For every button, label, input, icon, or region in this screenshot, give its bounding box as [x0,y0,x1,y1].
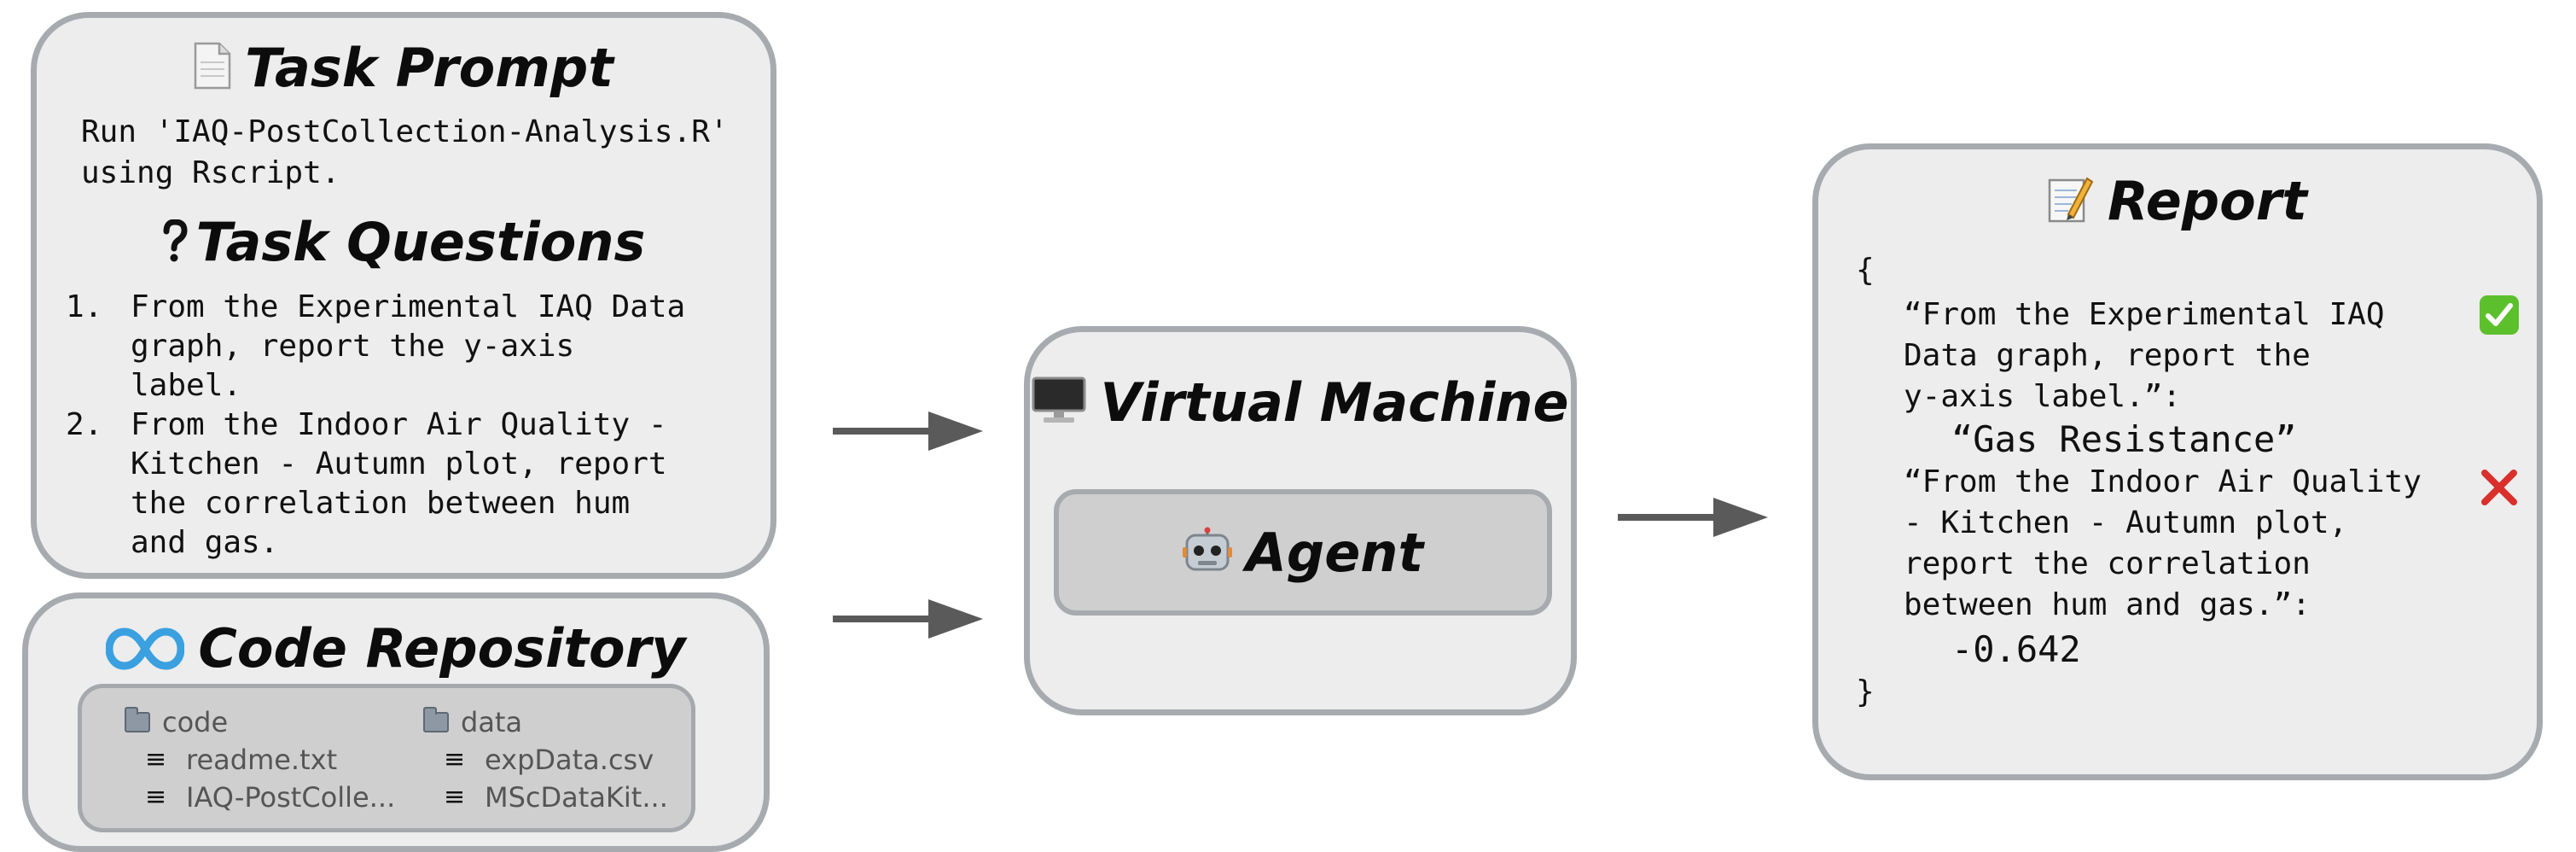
check-mark-icon [2479,295,2520,339]
task-prompt-panel: Task Prompt Run 'IAQ-PostCollection-Anal… [31,12,776,579]
agent-panel: Agent [1054,489,1552,616]
question-list: 1. From the Experimental IAQ Data graph,… [66,288,765,563]
folder-item[interactable]: data [423,703,668,741]
arrow-prompt-to-vm [833,411,983,451]
folder-column: data ≡ expData.csv ≡ MScDataKit... [423,703,668,816]
virtual-machine-panel: Virtual Machine Agent [1024,326,1577,715]
question-number: 2. [66,407,103,442]
agent-title-row: Agent [1059,522,1547,587]
code-repository-title: Code Repository [198,617,686,680]
file-lines-icon: ≡ [145,744,167,774]
arrow-vm-to-report [1618,498,1768,537]
folder-name: data [461,706,523,738]
file-item[interactable]: ≡ expData.csv [423,741,668,779]
question-text: From the Indoor Air Quality - Kitchen - … [131,407,667,560]
question-item: 1. From the Experimental IAQ Data graph,… [66,288,765,406]
report-close-brace: } [1856,674,1875,709]
report-title-row: Report [1818,170,2537,236]
robot-icon [1182,525,1232,587]
question-text: From the Experimental IAQ Data graph, re… [131,289,686,403]
file-name: IAQ-PostColle... [186,781,396,814]
report-answer-1: “Gas Resistance” [1951,418,2297,460]
code-repository-panel: Code Repository code ≡ readme.txt ≡ IAQ-… [22,592,770,852]
task-questions-title-row: Task Questions [37,211,770,277]
agent-label: Agent [1245,522,1424,584]
code-repository-title-row: Code Repository [28,617,764,683]
report-answer-2: -0.642 [1951,628,2081,670]
file-lines-icon: ≡ [444,744,466,774]
task-prompt-title: Task Prompt [245,37,613,99]
file-lines-icon: ≡ [444,782,466,812]
report-panel: Report { “From the Experimental IAQ Data… [1812,143,2543,780]
task-prompt-text: Run 'IAQ-PostCollection-Analysis.R' usin… [81,114,729,190]
folder-name: code [162,706,229,738]
folder-item[interactable]: code [125,703,395,741]
file-item[interactable]: ≡ MScDataKit... [423,779,668,816]
virtual-machine-title: Virtual Machine [1100,371,1569,434]
file-lines-icon: ≡ [145,782,167,812]
file-name: MScDataKit... [485,781,668,814]
folder-icon [423,707,449,732]
file-item[interactable]: ≡ readme.txt [125,741,395,779]
report-question-2: “From the Indoor Air Quality - Kitchen -… [1904,464,2422,622]
cross-mark-icon [2479,467,2520,511]
report-open-brace: { [1856,253,1875,288]
folder-icon [125,707,150,732]
task-prompt-title-row: Task Prompt [37,37,770,102]
question-mark-icon [162,214,188,277]
folder-column: code ≡ readme.txt ≡ IAQ-PostColle... [125,703,395,816]
memo-icon [2048,173,2094,236]
report-question-1: “From the Experimental IAQ Data graph, r… [1904,297,2385,414]
monitor-icon [1032,375,1086,437]
report-title: Report [2108,170,2307,232]
file-name: expData.csv [485,744,654,776]
file-item[interactable]: ≡ IAQ-PostColle... [125,779,395,816]
infinity-logo-icon [105,621,185,683]
arrow-repo-to-vm [833,599,983,639]
document-icon [194,40,231,102]
question-item: 2. From the Indoor Air Quality - Kitchen… [66,406,765,563]
file-tree: code ≡ readme.txt ≡ IAQ-PostColle... dat… [78,684,695,832]
file-name: readme.txt [186,744,338,776]
virtual-machine-title-row: Virtual Machine [1030,371,1571,437]
question-number: 1. [66,289,103,324]
task-questions-title: Task Questions [195,211,646,273]
